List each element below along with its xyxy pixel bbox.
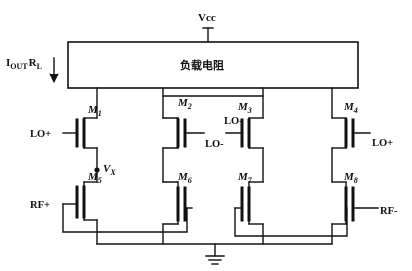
vcc-label: Vcc bbox=[198, 12, 216, 24]
ground-symbol bbox=[205, 255, 225, 265]
m5-label: M5 bbox=[87, 171, 102, 185]
lo-plus-right-label: LO+ bbox=[372, 138, 393, 149]
m4-label: M4 bbox=[343, 101, 358, 115]
vx-label: VX bbox=[103, 163, 116, 177]
lo-minus-2-label: LO- bbox=[205, 139, 224, 150]
rf-minus-label: RF- bbox=[380, 206, 398, 217]
m7-label: M7 bbox=[237, 171, 253, 185]
m1-label: M1 bbox=[87, 104, 102, 118]
m8-label: M8 bbox=[343, 171, 358, 185]
transistor-m6 bbox=[162, 181, 193, 245]
load-resistor-box bbox=[67, 41, 359, 89]
m6-label: M6 bbox=[177, 171, 192, 185]
transistor-m2 bbox=[162, 117, 205, 183]
vcc-terminal bbox=[202, 27, 214, 43]
load-resistor-label: 负载电阻 bbox=[180, 58, 224, 72]
load-output-wires bbox=[96, 87, 333, 119]
output-current-label: IOUTRL bbox=[6, 57, 42, 71]
transistor-m1 bbox=[62, 117, 98, 183]
m2-label: M2 bbox=[177, 97, 192, 111]
vx-node-dot bbox=[94, 167, 100, 173]
rf-minus-gate-wire bbox=[234, 207, 348, 237]
transistor-m5 bbox=[62, 181, 98, 245]
lo-minus-3-label: LO- bbox=[224, 116, 243, 127]
transistor-m3 bbox=[225, 117, 264, 183]
transistor-m4 bbox=[331, 117, 371, 183]
transistor-m7 bbox=[234, 181, 264, 245]
output-current-arrow bbox=[49, 57, 59, 84]
transistor-m8 bbox=[331, 181, 379, 245]
lo-plus-left-label: LO+ bbox=[30, 129, 51, 140]
rf-plus-gate-wire bbox=[62, 203, 188, 233]
rf-plus-label: RF+ bbox=[30, 200, 50, 211]
m3-label: M3 bbox=[237, 101, 252, 115]
ground-rail bbox=[96, 243, 333, 257]
